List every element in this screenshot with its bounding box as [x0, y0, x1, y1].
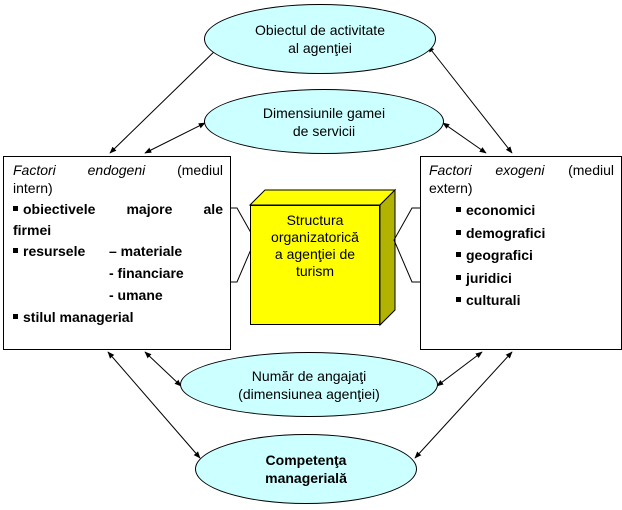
bullet-square-icon	[456, 229, 461, 235]
exogen-title-word2: exogeni	[495, 162, 545, 178]
exogen-item-economici: economici	[429, 199, 614, 222]
bullet-square-icon	[13, 206, 18, 211]
arrow-endogen-dimensiunile	[144, 122, 206, 154]
bullet-square-icon	[13, 314, 18, 319]
ellipse-competenta-line2: managerială	[265, 470, 347, 486]
endogen-item-resursele: resursele – materiale	[13, 241, 223, 263]
endogen-obj-word3: ale	[203, 201, 223, 217]
ellipse-competenta-line1: Competenţa	[265, 452, 347, 468]
exogen-item-label: culturali	[466, 292, 521, 308]
ellipse-numar-angajati: Număr de angajaţi (dimensiunea agenţiei)	[180, 352, 438, 417]
arrow-endogen-numar	[144, 351, 182, 387]
exogen-item-geografici: geografici	[429, 244, 614, 267]
exogen-title-line2: extern)	[429, 180, 473, 196]
endogen-stil-label: stilul managerial	[23, 309, 134, 325]
endogen-resurse-financiare: - financiare	[109, 265, 184, 281]
endogen-resurse-label-wrap: resursele	[13, 241, 85, 262]
cube-top-face	[248, 189, 397, 206]
endogen-resurse-umane: - umane	[109, 287, 163, 303]
cube-line2: organizatorică	[271, 229, 359, 245]
exogen-item-label: economici	[466, 202, 536, 218]
exogen-item-demografici: demografici	[429, 222, 614, 245]
arrow-exogen-dimensiunile	[442, 122, 487, 154]
endogen-obj-line2: firmei	[13, 222, 52, 238]
endogen-title-word3: (mediul	[177, 162, 223, 178]
endogen-obj-word2: majore	[126, 201, 173, 217]
endogen-title-row: Factori endogeni (mediul	[13, 161, 223, 179]
ellipse-numar-line1: Număr de angajaţi	[251, 367, 367, 384]
exogen-item-label: juridici	[466, 269, 512, 286]
endogen-title-word2: endogeni	[87, 162, 146, 178]
bullet-square-icon	[456, 274, 461, 280]
arrow-exogen-numar	[436, 351, 483, 387]
exogen-item-juridici: juridici	[429, 267, 614, 290]
bullet-square-icon	[456, 297, 461, 302]
ellipse-obiectul-line2: al agenţiei	[288, 40, 352, 56]
exogen-title-word1: Factori	[429, 162, 472, 178]
exogen-title-row: Factori exogeni (mediul	[429, 161, 614, 179]
endogen-obj-word1: obiectivele	[23, 201, 96, 217]
cube-side-face	[379, 188, 396, 327]
ellipse-dimensiunile-line1: Dimensiunile gamei	[262, 104, 386, 121]
cube-line4: turism	[295, 263, 335, 279]
bullet-square-icon	[13, 248, 18, 253]
endogen-title-word1: Factori	[13, 162, 56, 178]
ellipse-dimensiunile-gamei: Dimensiunile gamei de servicii	[204, 89, 444, 154]
endogen-item-stil: stilul managerial	[13, 307, 223, 328]
ellipse-obiectul-activitate: Obiectul de activitate al agenţiei	[204, 4, 436, 74]
arrow-endogen-competenta	[107, 351, 201, 459]
box-factori-endogeni: Factori endogeni (mediul intern) obiecti…	[3, 156, 231, 350]
exogen-item-label: demografici	[466, 224, 546, 241]
endogen-resurse-label: resursele	[23, 243, 86, 259]
exogen-item-culturali: culturali	[429, 289, 614, 312]
endogen-resurse-row2: - financiare	[13, 263, 223, 285]
endogen-title-line2: intern)	[13, 180, 53, 196]
bullet-square-icon	[456, 207, 461, 212]
ellipse-dimensiunile-line2: de servicii	[292, 122, 356, 139]
connector-exogen-cube	[393, 207, 420, 283]
cube-line1: Structura	[286, 212, 344, 228]
endogen-resurse-row3: - umane	[13, 285, 223, 307]
cube-structura-organizatorica: Structura organizatorică a agenţiei de t…	[250, 205, 380, 325]
arrow-endogen-obiectul	[109, 45, 221, 154]
ellipse-obiectul-line1: Obiectul de activitate	[255, 22, 385, 38]
exogen-item-label: geografici	[466, 247, 533, 263]
arrow-exogen-competenta	[414, 351, 513, 459]
endogen-item-obiectivele: obiectivele majore ale	[13, 199, 223, 220]
box-factori-exogeni: Factori exogeni (mediul extern) economic…	[420, 156, 622, 350]
exogen-title-word3: (mediul	[568, 162, 614, 178]
endogen-obj-word1-wrap: obiectivele	[13, 199, 95, 220]
ellipse-numar-line2: (dimensiunea agenţiei)	[238, 385, 380, 402]
ellipse-competenta-manageriala: Competenţa managerială	[195, 434, 417, 504]
endogen-resurse-materiale: – materiale	[109, 243, 183, 259]
cube-line3: a agenţiei de	[274, 246, 356, 262]
bullet-square-icon	[456, 252, 461, 257]
arrow-exogen-obiectul	[427, 45, 513, 154]
exogen-list: economici demografici geografici juridic…	[429, 199, 614, 312]
